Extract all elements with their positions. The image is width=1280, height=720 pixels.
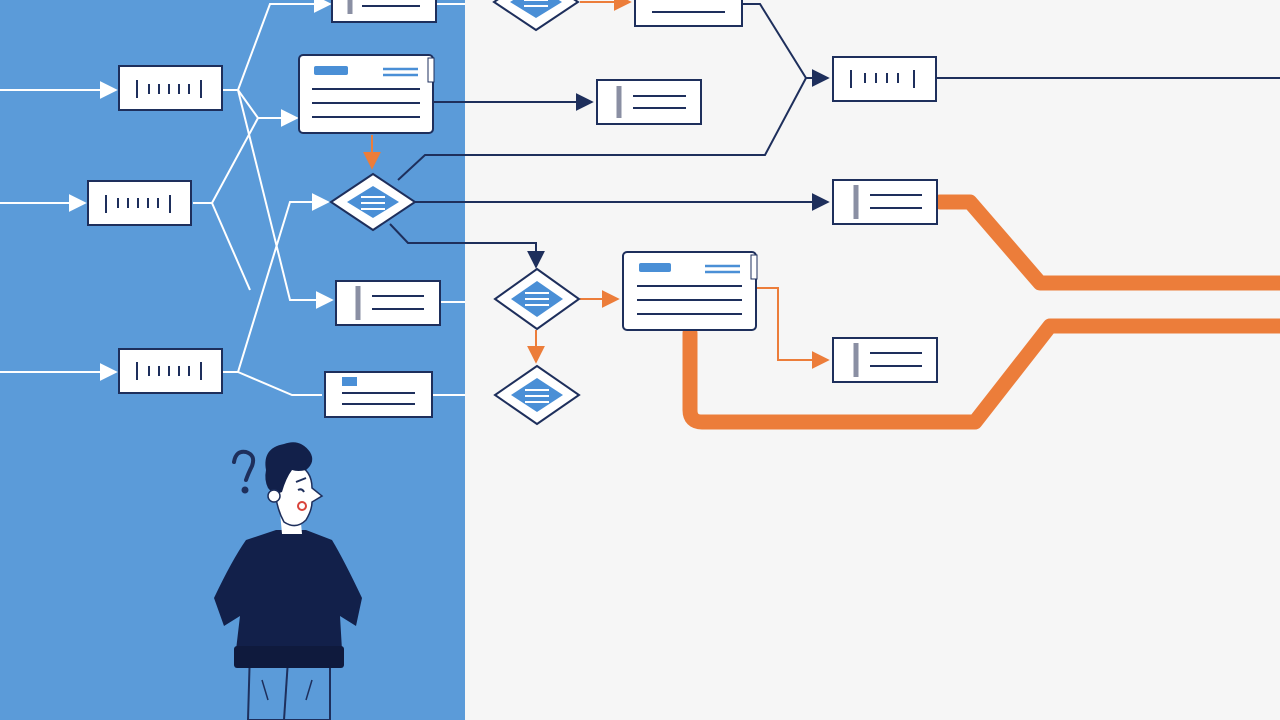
card — [298, 54, 435, 134]
hair — [265, 442, 313, 494]
highlight-path-upper — [932, 194, 1280, 291]
process-box — [832, 179, 938, 225]
connector-line — [222, 193, 330, 373]
decision-diamond — [329, 172, 417, 232]
question-mark-icon — [232, 449, 256, 494]
process-box — [324, 371, 433, 418]
navy-connectors — [389, 3, 1280, 269]
connector-line — [756, 287, 830, 369]
decision-diamond — [493, 364, 581, 426]
connector-line — [237, 89, 334, 309]
process-box — [596, 79, 702, 125]
highlight-path-lower — [682, 318, 1280, 430]
decision-diamond — [492, 0, 580, 32]
torso — [214, 530, 362, 650]
process-box — [335, 280, 441, 326]
tab-box — [118, 65, 223, 111]
head — [274, 463, 324, 527]
connector-line — [389, 223, 545, 269]
process-box — [331, 0, 437, 23]
connector-line — [222, 0, 332, 91]
highlight-paths — [682, 194, 1280, 430]
tab-box — [832, 56, 937, 102]
process-box — [832, 337, 938, 383]
orange-connectors — [363, 0, 830, 369]
tab-box — [118, 348, 223, 394]
connector-line — [237, 371, 322, 396]
decision-diamond — [493, 267, 581, 331]
tab-box — [87, 180, 192, 226]
card — [622, 251, 758, 331]
connector-line — [211, 202, 251, 291]
confused-person-icon — [214, 442, 362, 720]
white-connectors — [0, 0, 465, 396]
process-box — [634, 0, 743, 27]
connector-line — [742, 3, 830, 87]
connector-line — [397, 77, 807, 181]
